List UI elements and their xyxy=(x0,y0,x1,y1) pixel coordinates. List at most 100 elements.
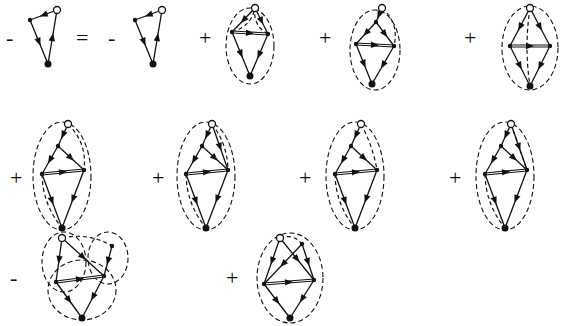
arrow-head xyxy=(61,130,67,139)
arrow-head xyxy=(216,142,222,151)
filled-vertex xyxy=(354,42,358,46)
filled-vertex xyxy=(548,44,552,48)
filled-vertex xyxy=(82,168,86,172)
dashed-line xyxy=(255,8,268,34)
arrow-head xyxy=(270,256,276,265)
arrow-head xyxy=(48,196,54,205)
filled-vertex xyxy=(483,172,487,176)
filled-vertex xyxy=(375,168,379,172)
arrow-head xyxy=(526,43,534,49)
open-vertex xyxy=(159,7,166,14)
open-vertex xyxy=(209,121,216,128)
filled-vertex xyxy=(392,44,396,48)
propagator-line xyxy=(264,238,280,284)
arrow-head xyxy=(341,155,348,164)
arrow-head xyxy=(237,49,243,58)
propagator-line xyxy=(56,276,104,282)
arrow-head xyxy=(502,169,510,175)
arrow-head xyxy=(515,142,521,151)
propagator-line xyxy=(56,238,62,282)
dashed-line xyxy=(335,174,355,228)
arrow-head xyxy=(292,254,300,262)
propagator-line xyxy=(104,246,112,276)
arrow-head xyxy=(371,42,379,48)
arrow-head xyxy=(538,61,544,70)
propagator-line xyxy=(485,146,501,174)
arrow-head xyxy=(140,37,146,46)
operator-sign: + xyxy=(152,167,164,189)
arrow-head xyxy=(504,130,510,139)
arrow-head xyxy=(154,33,160,41)
arrow-head xyxy=(205,130,211,139)
propagator-line xyxy=(250,34,268,76)
propagator-line xyxy=(335,174,355,228)
propagator-line xyxy=(42,146,58,174)
filled-vertex xyxy=(525,168,529,172)
propagator-line xyxy=(206,170,228,228)
operator-sign: + xyxy=(319,27,331,49)
propagator-line xyxy=(232,32,250,76)
open-vertex xyxy=(527,5,534,12)
dashed-loop xyxy=(226,8,274,84)
arrow-head xyxy=(518,22,525,31)
arrow-head xyxy=(354,130,360,139)
filled-vertex xyxy=(40,172,44,176)
arrow-head xyxy=(76,276,84,282)
arrow-head xyxy=(35,37,41,46)
arrow-head xyxy=(257,16,263,25)
operator-sign: - xyxy=(6,27,13,49)
propagator-line xyxy=(135,20,153,64)
propagator-line xyxy=(376,22,394,46)
filled-vertex xyxy=(502,225,509,232)
propagator-line xyxy=(62,170,84,228)
propagator-line xyxy=(82,276,104,318)
dashed-loop xyxy=(257,233,323,323)
propagator-line xyxy=(42,174,62,228)
arrow-head xyxy=(64,295,71,303)
filled-vertex xyxy=(300,242,304,246)
arrow-head xyxy=(272,296,279,304)
filled-vertex xyxy=(499,144,503,148)
filled-vertex xyxy=(56,144,60,148)
open-vertex xyxy=(54,7,61,14)
arrow-head xyxy=(509,153,517,161)
propagator-line xyxy=(351,146,377,170)
propagator-line xyxy=(356,22,376,44)
arrow-head xyxy=(49,33,55,41)
propagator-line xyxy=(510,46,530,86)
dashed-loop xyxy=(502,6,558,90)
propagator-line xyxy=(485,174,505,228)
operator-sign: + xyxy=(10,167,22,189)
operator-sign: + xyxy=(226,267,238,289)
arrow-head xyxy=(78,252,86,260)
propagator-line xyxy=(58,146,84,170)
propagator-line xyxy=(186,146,202,174)
filled-vertex xyxy=(352,225,359,232)
arrow-head xyxy=(491,196,497,205)
arrow-head xyxy=(285,279,293,285)
filled-vertex xyxy=(184,172,188,176)
propagator-line xyxy=(510,8,530,46)
propagator-line xyxy=(255,8,268,34)
propagator-line xyxy=(56,276,104,282)
propagator-line xyxy=(135,10,162,20)
dashed-line xyxy=(485,174,505,228)
filled-vertex xyxy=(59,225,66,232)
arrow-head xyxy=(215,194,221,203)
propagator-line xyxy=(302,244,314,280)
dashed-line xyxy=(232,8,255,32)
filled-vertex xyxy=(226,168,230,172)
propagator-line xyxy=(530,46,550,86)
arrow-head xyxy=(106,256,112,265)
filled-vertex xyxy=(79,315,86,322)
open-vertex xyxy=(379,5,386,12)
filled-vertex xyxy=(287,315,294,322)
dashed-loop xyxy=(177,122,235,230)
filled-vertex xyxy=(54,280,58,284)
arrow-head xyxy=(257,50,263,59)
propagator-line xyxy=(264,284,290,318)
filled-vertex xyxy=(102,274,106,278)
filled-vertex xyxy=(262,282,266,286)
arrow-head xyxy=(304,257,310,266)
filled-vertex xyxy=(266,32,270,36)
